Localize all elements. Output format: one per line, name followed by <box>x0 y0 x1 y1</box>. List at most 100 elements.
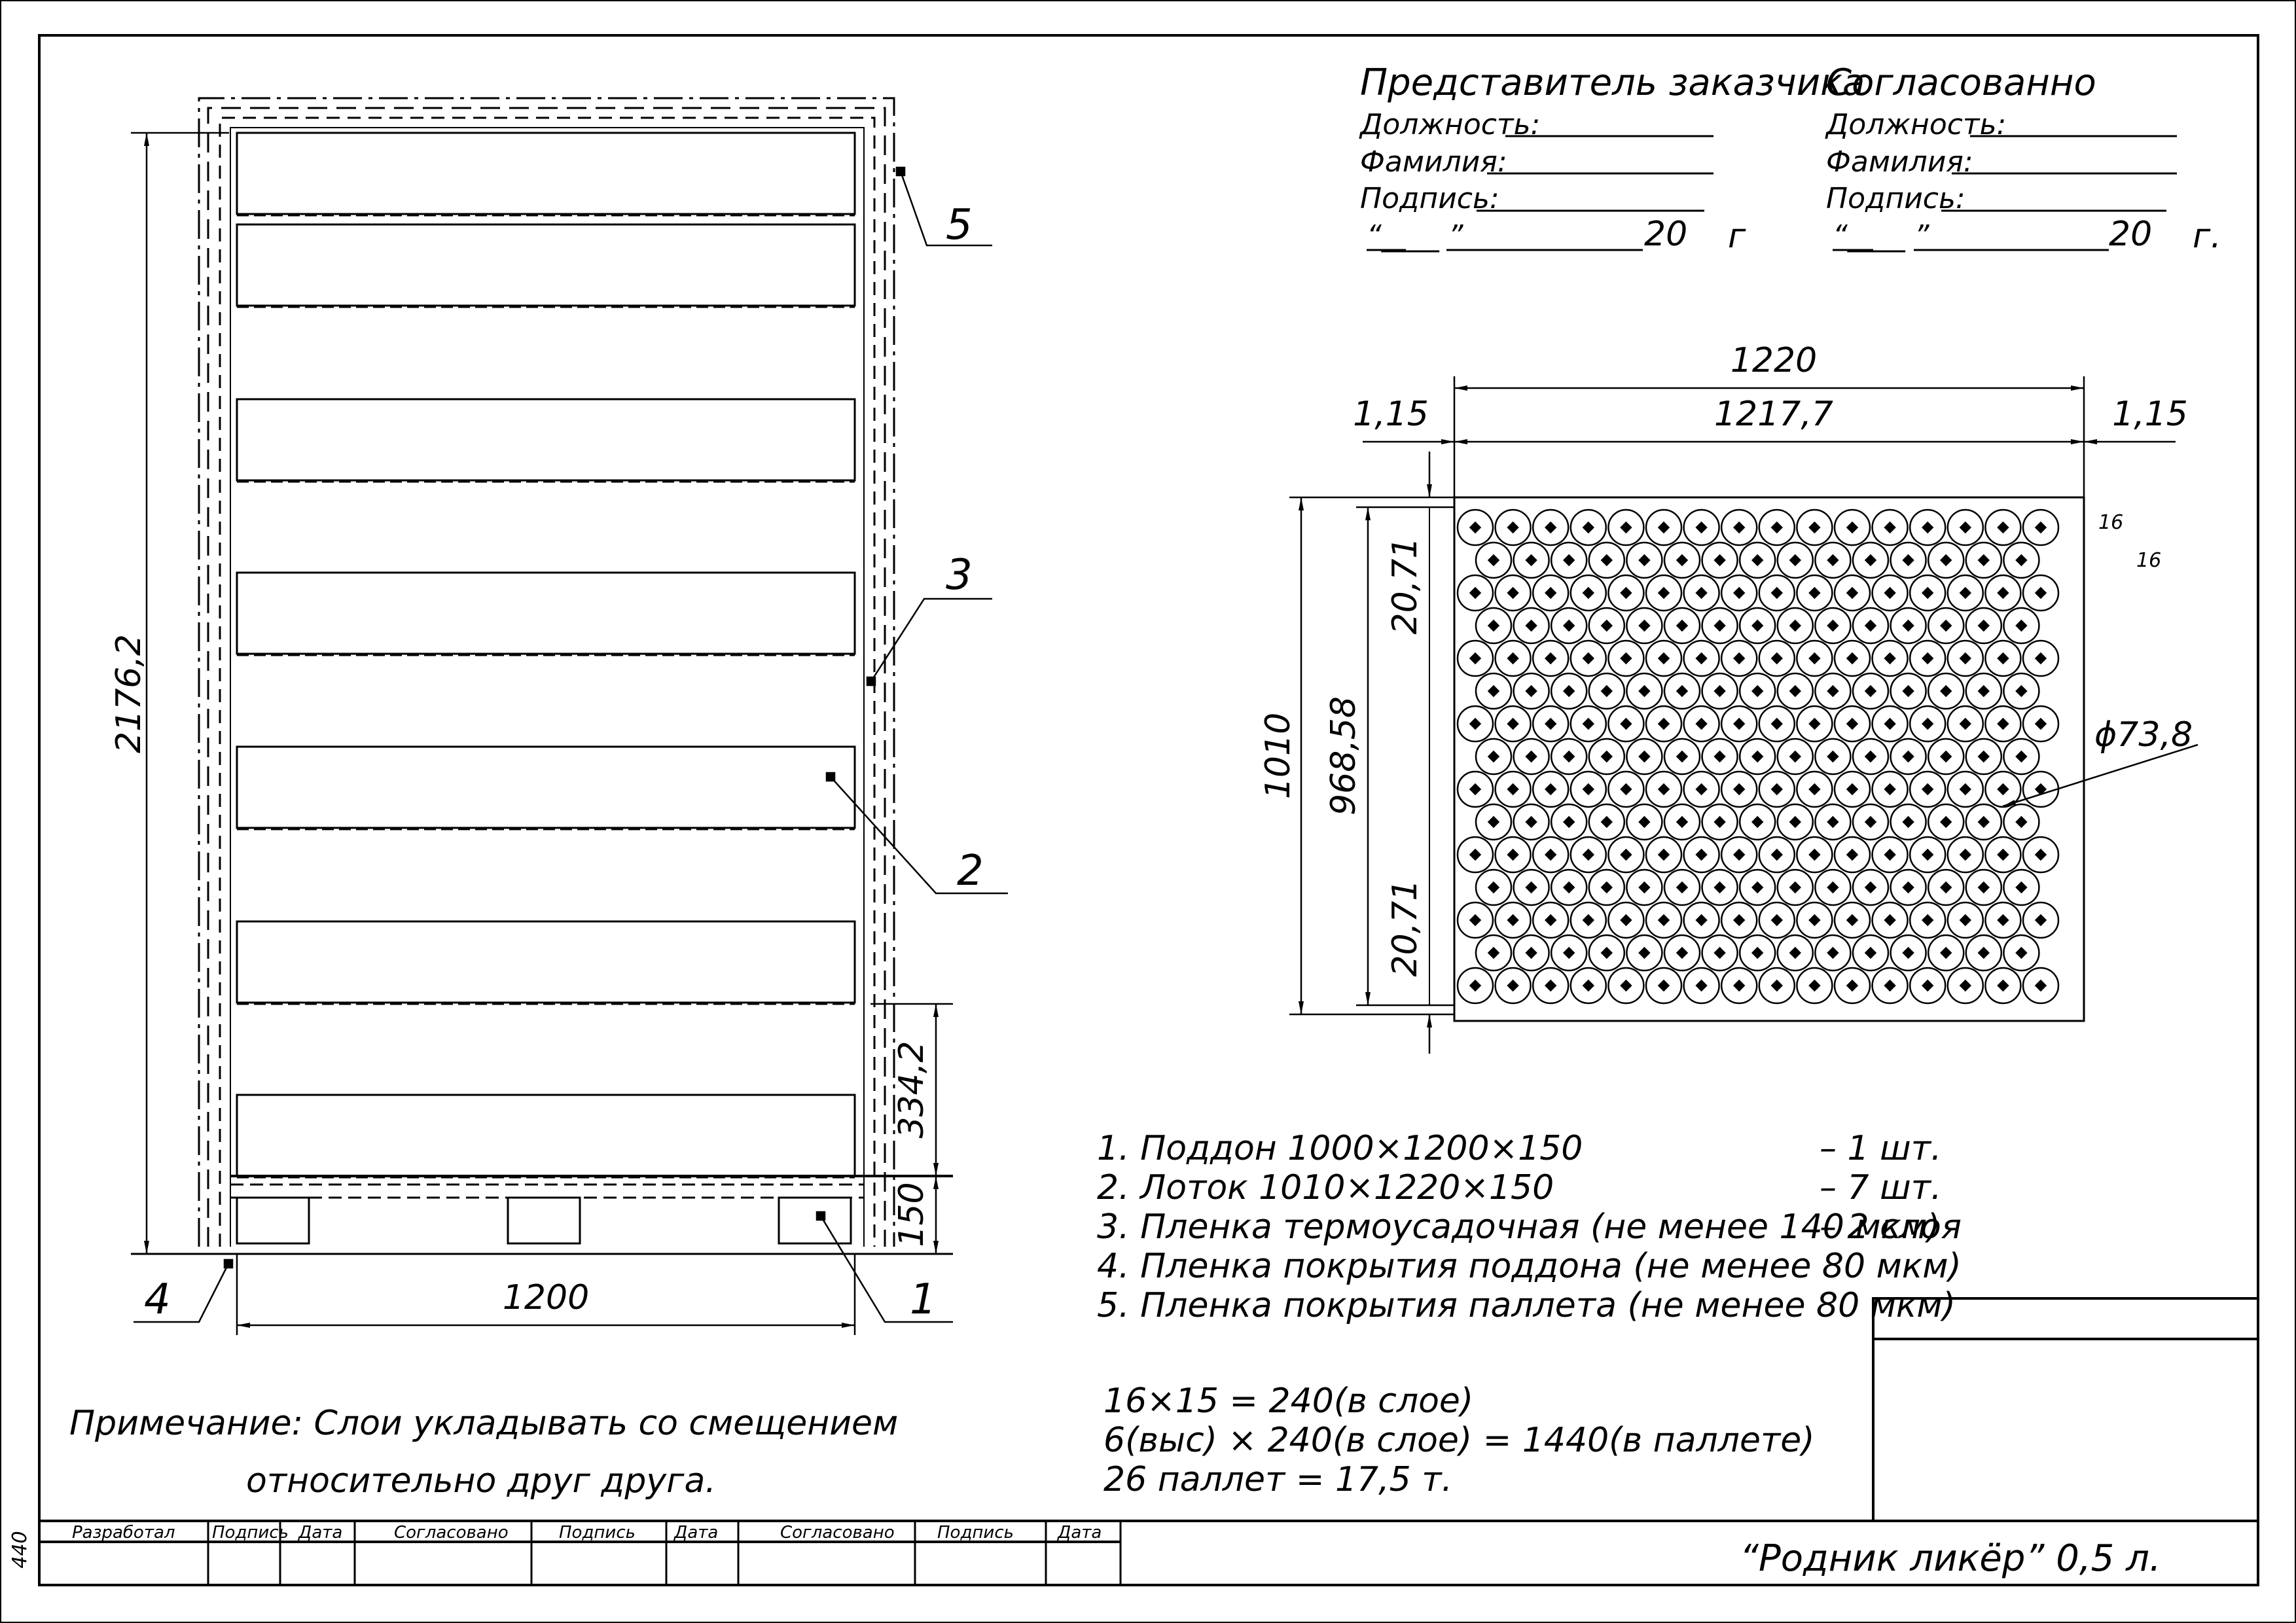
bottle <box>1701 607 1738 645</box>
approved-title: Согласованно <box>1826 62 2096 104</box>
dim-height <box>131 132 229 1254</box>
bottle <box>1796 639 1833 677</box>
bottle <box>1475 934 1513 972</box>
bottle <box>1626 738 1663 776</box>
bottle <box>1494 967 1532 1005</box>
bottle <box>1946 639 1984 677</box>
spec-item-1: 1. Поддон 1000×1200×150 <box>1097 1129 1583 1168</box>
top-view <box>1289 376 2198 1054</box>
approved-date-quote: “____ ” <box>1833 219 1930 253</box>
bottle <box>1607 574 1645 612</box>
approved-year: 20 <box>2109 215 2152 254</box>
bottle <box>1626 868 1663 906</box>
customer-surname-label: Фамилия: <box>1360 145 1507 179</box>
bottle <box>1927 541 1965 579</box>
bottle <box>1475 672 1513 710</box>
bottle <box>2022 705 2060 743</box>
bottle <box>1683 574 1720 612</box>
bottle <box>1946 967 1984 1005</box>
bottle <box>1550 934 1588 972</box>
bottle <box>1833 836 1871 874</box>
bottle <box>1796 967 1833 1005</box>
bottle <box>1909 967 1946 1005</box>
tray <box>236 132 856 217</box>
bottle <box>1645 508 1683 546</box>
drawing-frame <box>38 34 2259 1586</box>
customer-title: Представитель заказчика <box>1360 62 1865 104</box>
spec-qty-3: – 2 слоя <box>1820 1207 1962 1247</box>
bottle <box>1758 639 1796 677</box>
bottle <box>1475 541 1513 579</box>
dim-pallet-label: 150 <box>892 1182 931 1247</box>
bottle <box>1570 836 1607 874</box>
header-approved-1: Согласовано <box>394 1523 509 1543</box>
side-view <box>131 97 1008 1335</box>
bottle <box>1890 803 1927 841</box>
bottle <box>1532 901 1570 939</box>
bottle <box>1456 901 1494 939</box>
bottle <box>1720 836 1758 874</box>
customer-year-suffix: г <box>1728 217 1746 256</box>
bottle <box>1738 607 1776 645</box>
calc-line-2: 6(выс) × 240(в слое) = 1440(в паллете) <box>1103 1421 1815 1460</box>
approved-year-suffix: г. <box>2193 217 2221 256</box>
bottle <box>1720 705 1758 743</box>
bottle <box>1946 705 1984 743</box>
bottle <box>1570 901 1607 939</box>
callout-4: 4 <box>144 1275 171 1324</box>
bottle <box>1456 508 1494 546</box>
calc-line-1: 16×15 = 240(в слое) <box>1103 1382 1473 1421</box>
bottle <box>1852 934 1890 972</box>
bottle <box>1738 934 1776 972</box>
bottle <box>1494 836 1532 874</box>
bottle <box>1570 639 1607 677</box>
bottle <box>1663 672 1701 710</box>
bottle <box>1890 738 1927 776</box>
bottle <box>1513 672 1550 710</box>
bottle <box>1852 672 1890 710</box>
bottle <box>1946 770 1984 808</box>
bottle <box>1475 607 1513 645</box>
dim-inner-width: 1217,7 <box>1714 395 1833 434</box>
bottle <box>1701 934 1738 972</box>
header-date-3: Дата <box>1057 1523 1102 1543</box>
bottle <box>1683 705 1720 743</box>
bottle <box>1890 672 1927 710</box>
tray <box>236 223 856 308</box>
bottle <box>1758 574 1796 612</box>
bottle <box>1475 868 1513 906</box>
bottle <box>1776 541 1814 579</box>
bottle <box>1570 574 1607 612</box>
bottle <box>1984 705 2022 743</box>
bottle <box>1607 508 1645 546</box>
bottle <box>1758 901 1796 939</box>
bottle <box>1871 770 1909 808</box>
bottle <box>1663 607 1701 645</box>
bottle <box>1588 803 1626 841</box>
calc-line-3: 26 паллет = 17,5 т. <box>1103 1460 1452 1499</box>
bottle <box>1796 574 1833 612</box>
bottle <box>1852 541 1890 579</box>
bottle <box>1720 967 1758 1005</box>
bottle <box>1814 738 1852 776</box>
bottle <box>2003 672 2040 710</box>
dim-height-label: 2176,2 <box>109 634 149 753</box>
bottle <box>1626 934 1663 972</box>
customer-signature: Представитель заказчика Должность: Фамил… <box>1359 62 1865 256</box>
bottle <box>1607 639 1645 677</box>
bottle <box>1909 705 1946 743</box>
bottle <box>2003 868 2040 906</box>
note-line-2: относительно друг друга. <box>246 1461 716 1501</box>
bottle <box>1833 639 1871 677</box>
top-dimensions <box>1363 376 2176 497</box>
tray <box>236 571 856 656</box>
bottle <box>1645 639 1683 677</box>
bottle <box>1738 738 1776 776</box>
bottle <box>1588 607 1626 645</box>
header-developed: Разработал <box>72 1523 175 1543</box>
bottle <box>1965 738 2003 776</box>
bottle <box>2022 901 2060 939</box>
callout-5: 5 <box>946 201 973 249</box>
dim-tray-label: 334,2 <box>892 1041 931 1139</box>
callout-1: 1 <box>910 1275 937 1324</box>
